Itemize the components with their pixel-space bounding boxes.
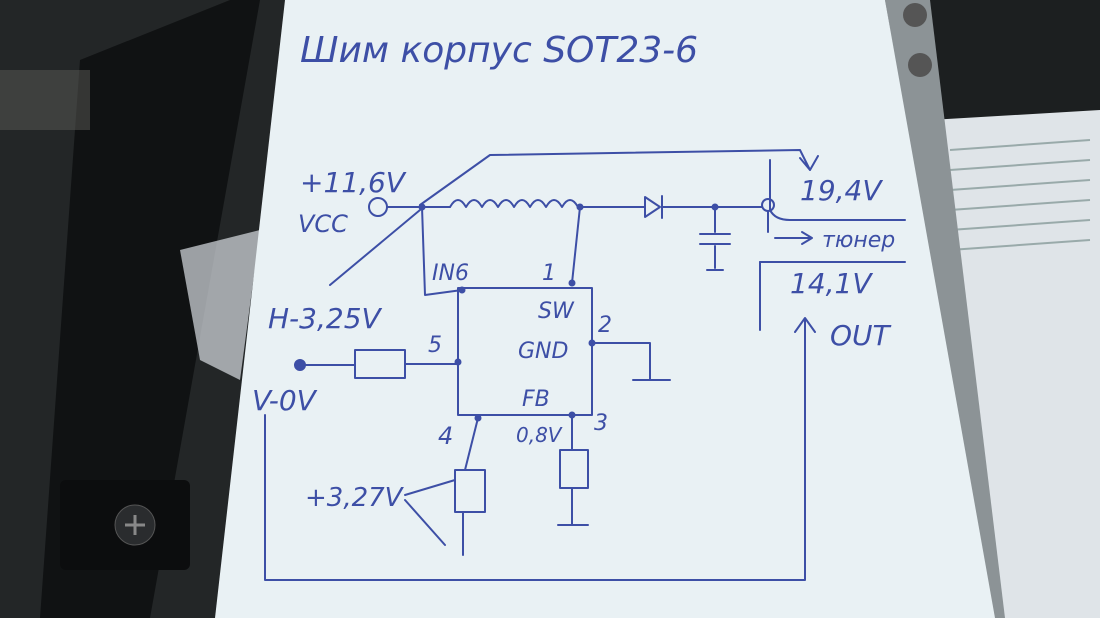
- pin-1-label: 1: [542, 261, 556, 286]
- inductor: [449, 199, 579, 208]
- ground-pin2: [591, 342, 671, 381]
- feedback-arrow: [419, 149, 819, 206]
- title-text: Шим корпус SOT23-6: [300, 30, 698, 71]
- screws-area: [0, 70, 90, 130]
- metal-strip: [885, 0, 1005, 618]
- tuner-arrow: [774, 231, 813, 245]
- vcc-voltage: +11,6V: [300, 166, 407, 199]
- pin-3-label: 3: [594, 411, 608, 436]
- fb-voltage: 0,8V: [516, 423, 563, 447]
- pin-fb-label: FB: [522, 387, 550, 412]
- tuner-label: тюнер: [822, 228, 895, 253]
- sot23-chip: [457, 287, 593, 416]
- capacitor: [699, 206, 731, 271]
- ribbon-cable: [180, 230, 260, 380]
- paper-sheet: [215, 0, 995, 618]
- output-high-voltage: 19,4V: [800, 174, 883, 207]
- junction-dots: [418, 203, 719, 422]
- circuit-wiring: [264, 149, 906, 581]
- pin-2-label: 2: [598, 313, 612, 338]
- resistor-pin4: [454, 469, 486, 513]
- out-label: OUT: [830, 319, 892, 352]
- pin4-voltage: +3,27V: [305, 483, 405, 513]
- output-loop: [264, 317, 816, 581]
- v-level: V-0V: [252, 384, 318, 417]
- h-level: H-3,25V: [268, 302, 383, 335]
- pin-5-label: 5: [428, 333, 442, 358]
- device-frame: [40, 0, 260, 618]
- pin-sw-label: SW: [538, 299, 575, 324]
- pin-gnd-label: GND: [518, 339, 568, 364]
- vcc-label: VCC: [298, 210, 348, 238]
- resistor-fb: [559, 449, 589, 489]
- pin-4-label: 4: [438, 422, 453, 450]
- printed-paper: [930, 110, 1100, 618]
- output-low-voltage: 14,1V: [790, 267, 873, 300]
- pin-in-label: IN6: [432, 261, 469, 286]
